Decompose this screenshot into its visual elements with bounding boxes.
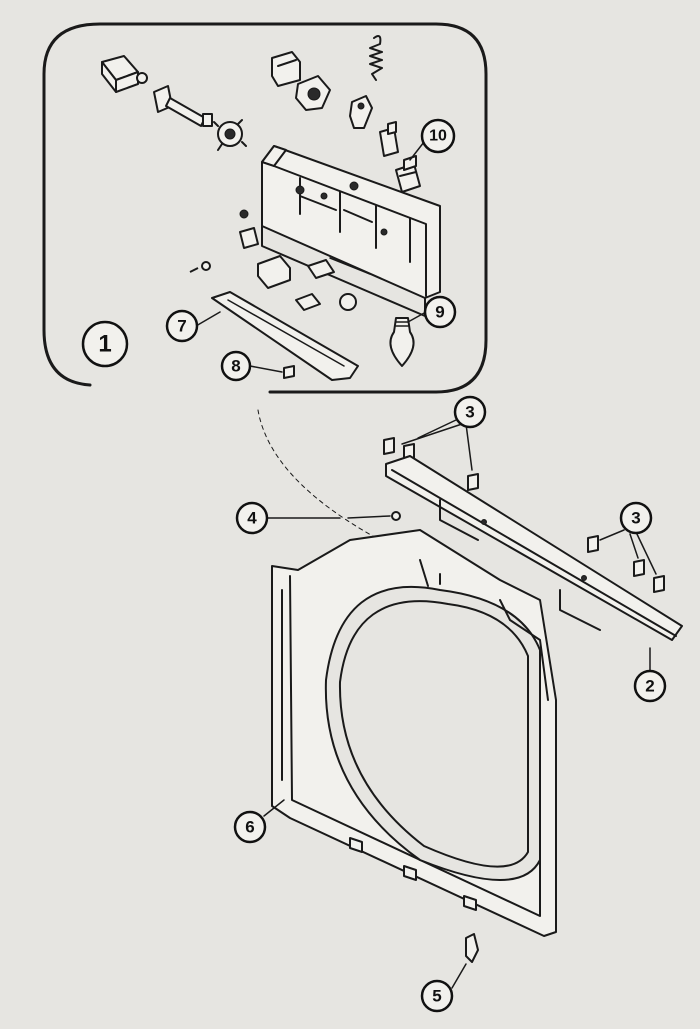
part-9-bulb [389, 317, 415, 367]
callout-circle-3b [619, 501, 653, 535]
callout-label-8: 8 [231, 357, 240, 376]
callout-label-1: 1 [98, 331, 111, 358]
callout-label-2: 2 [645, 677, 654, 696]
cam-part [295, 75, 331, 111]
relay-part [379, 121, 399, 157]
callout-circle-7 [165, 309, 199, 343]
part-8-screw [283, 365, 295, 379]
part-5-clip [465, 933, 479, 963]
callout-circle-2 [633, 669, 667, 703]
callout-circle-1 [81, 320, 129, 368]
callout-label-10: 10 [429, 128, 447, 145]
callout-circle-5 [420, 979, 454, 1013]
callout-label-5: 5 [432, 987, 441, 1006]
callout-label-4: 4 [247, 509, 257, 528]
small-switch-parts [189, 209, 335, 289]
spring-part [369, 35, 383, 81]
callout-circle-3a [453, 395, 487, 429]
part-6-front-frame [271, 529, 557, 937]
lever-part [349, 95, 373, 129]
callout-circle-9 [423, 295, 457, 329]
part-10-switch [395, 155, 421, 193]
callouts: 1 7 8 9 10 3 3 4 2 6 5 [81, 118, 667, 1013]
leader-lines [195, 141, 657, 989]
callout-label-6: 6 [245, 818, 254, 837]
screws-right [587, 535, 665, 593]
callout-label-3a: 3 [465, 403, 474, 422]
dashed-reference-line [257, 409, 381, 541]
clip-part [271, 51, 301, 87]
callout-circle-10 [420, 118, 456, 154]
part-4-clip [391, 511, 401, 521]
gear-knob-part [213, 119, 247, 151]
switch-part [101, 55, 148, 93]
callout-label-3b: 3 [631, 509, 640, 528]
callout-label-7: 7 [177, 317, 186, 336]
part-2-rail [385, 455, 683, 641]
bracket-part [295, 293, 357, 311]
callout-circle-6 [233, 810, 267, 844]
callout-label-9: 9 [435, 303, 444, 322]
callout-circle-4 [235, 501, 269, 535]
shaft-part [153, 85, 213, 127]
callout-circle-8 [220, 350, 252, 382]
part-7-bar [211, 291, 359, 381]
control-panel-inset [42, 22, 488, 394]
